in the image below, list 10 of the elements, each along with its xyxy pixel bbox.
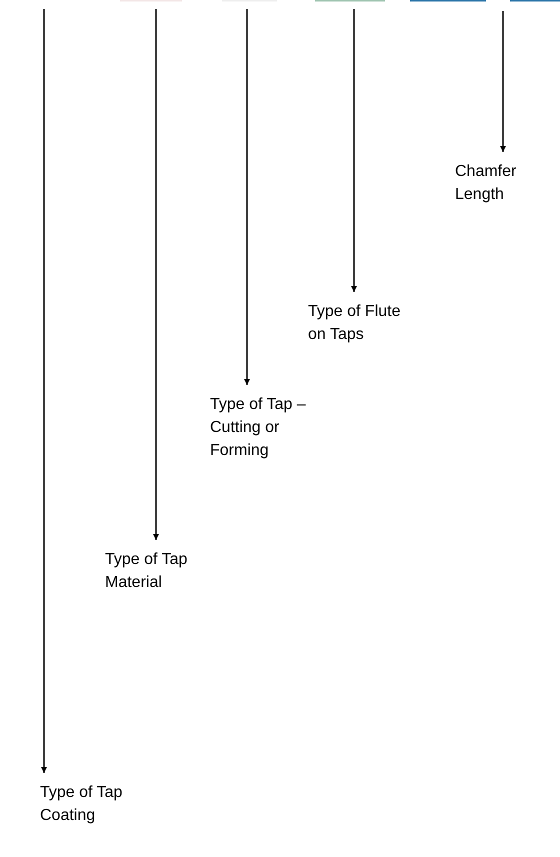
label-text: Type of Tap Material [105,548,215,594]
label-text: Type of Tap – Cutting or Forming [210,393,320,462]
label-text: Type of Flute on Taps [308,300,418,346]
arrow [500,11,506,152]
label-text: Type of Tap Coating [40,781,150,827]
arrow [351,9,357,292]
arrow [41,9,47,773]
arrow [244,9,250,385]
arrow [153,9,159,540]
label-text: Chamfer Length [455,160,555,206]
